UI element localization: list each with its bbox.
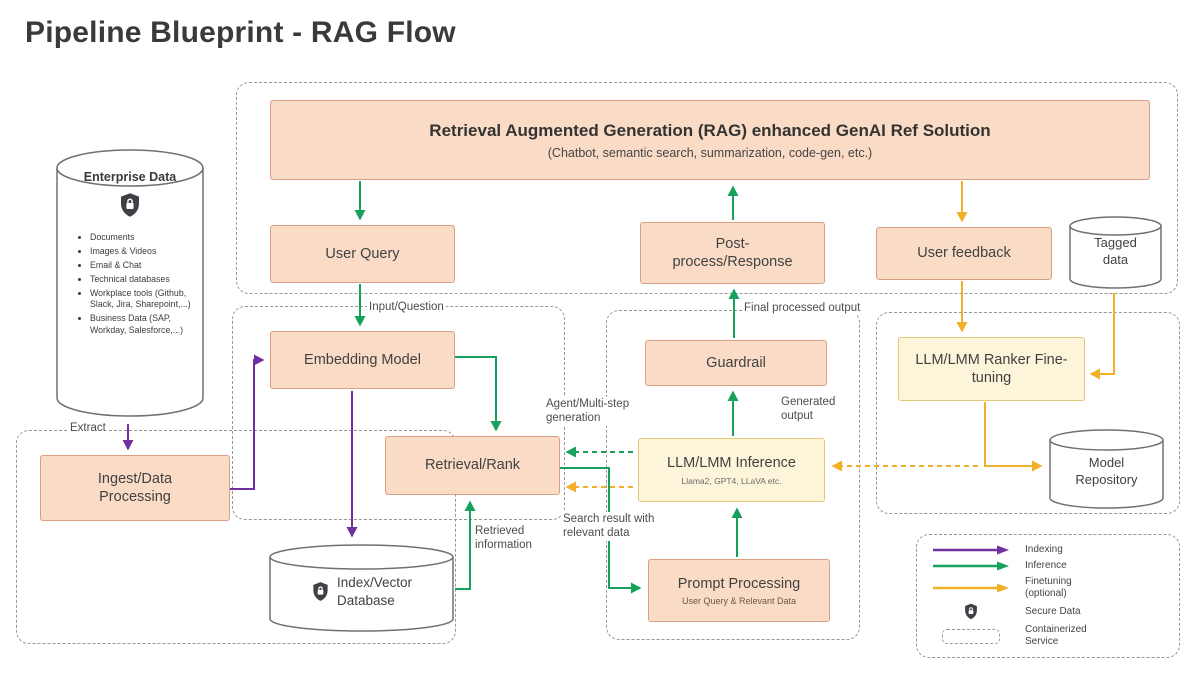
llm-inference-label: LLM/LMM Inference xyxy=(667,455,796,472)
edge-label-generated-output: Generated output xyxy=(779,395,838,424)
edge-label-search-result: Search result with relevant data xyxy=(561,512,657,541)
post-process-label: Post- process/Response xyxy=(672,235,793,270)
indexing-arrow-icon xyxy=(933,545,1009,555)
edge-label-retrieved-information: Retrieved information xyxy=(473,524,534,553)
legend-label-finetuning: Finetuning (optional) xyxy=(1025,575,1072,599)
legend-label-indexing: Indexing xyxy=(1025,544,1063,555)
ingest-processing-label: Ingest/Data Processing xyxy=(97,470,173,505)
rag-solution-title: Retrieval Augmented Generation (RAG) enh… xyxy=(429,120,991,140)
guardrail-label: Guardrail xyxy=(706,354,766,371)
secure-data-shield-icon xyxy=(311,581,330,602)
finetuning-arrow-icon xyxy=(933,583,1009,592)
post-process-node: Post- process/Response xyxy=(640,222,825,284)
prompt-processing-subtitle: User Query & Relevant Data xyxy=(681,596,797,607)
enterprise-data-item: Email & Chat xyxy=(90,260,197,272)
llm-inference-node: LLM/LMM Inference Llama2, GPT4, LLaVA et… xyxy=(638,438,825,502)
containerized-service-icon xyxy=(942,628,1000,644)
page-title: Pipeline Blueprint - RAG Flow xyxy=(25,16,456,49)
secure-data-shield-icon xyxy=(118,192,142,218)
index-vector-database: Index/Vector Database xyxy=(268,543,455,640)
enterprise-data-item: Technical databases xyxy=(90,274,197,286)
legend-row-finetuning: Finetuning (optional) xyxy=(929,576,1167,600)
enterprise-data-item: Documents xyxy=(90,232,197,244)
enterprise-data-item: Business Data (SAP, Workday, Salesforce,… xyxy=(90,313,197,337)
ingest-processing-node: Ingest/Data Processing xyxy=(40,455,230,521)
edge-label-agent-multistep: Agent/Multi-step generation xyxy=(544,397,632,426)
container-genai-solution xyxy=(236,82,1178,294)
enterprise-data-title: Enterprise Data xyxy=(83,170,177,184)
legend-label-containerized: Containerized Service xyxy=(1025,624,1087,647)
enterprise-data-list: Documents Images & Videos Email & Chat T… xyxy=(79,232,197,339)
cylinder-shape xyxy=(56,149,204,417)
tagged-data-label: Tagged data xyxy=(1094,235,1137,267)
container-finetuning xyxy=(876,312,1180,514)
legend-row-indexing: Indexing xyxy=(929,544,1167,556)
legend-label-secure-data: Secure Data xyxy=(1025,605,1081,617)
ranker-finetuning-label: LLM/LMM Ranker Fine- tuning xyxy=(915,351,1068,386)
inference-arrow-icon xyxy=(933,561,1009,571)
legend-label-inference: Inference xyxy=(1025,559,1067,571)
cylinder-shape xyxy=(1069,216,1162,289)
user-feedback-label: User feedback xyxy=(917,245,1011,262)
model-repository-store: Model Repository xyxy=(1048,428,1165,516)
prompt-processing-node: Prompt Processing User Query & Relevant … xyxy=(648,559,830,622)
rag-solution-header: Retrieval Augmented Generation (RAG) enh… xyxy=(270,100,1150,180)
edge-label-extract: Extract xyxy=(68,421,108,436)
rag-solution-subtitle: (Chatbot, semantic search, summarization… xyxy=(547,145,873,160)
tagged-data-store: Tagged data xyxy=(1068,215,1163,293)
model-repository-label: Model Repository xyxy=(1075,455,1138,487)
user-query-label: User Query xyxy=(325,245,400,262)
legend-row-secure-data: Secure Data xyxy=(929,603,1167,620)
edge-label-final-processed-output: Final processed output xyxy=(742,301,863,316)
cylinder-shape xyxy=(269,544,454,632)
cylinder-shape xyxy=(1049,429,1164,509)
user-feedback-node: User feedback xyxy=(876,227,1052,280)
embedding-model-label: Embedding Model xyxy=(304,351,421,368)
retrieval-rank-node: Retrieval/Rank xyxy=(385,436,560,495)
user-query-node: User Query xyxy=(270,225,455,283)
legend: Indexing Inference Finetuning (optional) xyxy=(916,534,1180,658)
ranker-finetuning-node: LLM/LMM Ranker Fine- tuning xyxy=(898,337,1085,401)
legend-row-inference: Inference xyxy=(929,560,1167,572)
legend-row-containerized: Containerized Service xyxy=(929,624,1167,648)
prompt-processing-label: Prompt Processing xyxy=(677,575,801,592)
retrieval-rank-label: Retrieval/Rank xyxy=(424,457,521,474)
llm-inference-models: Llama2, GPT4, LLaVA etc. xyxy=(681,475,782,486)
index-vector-db-label: Index/Vector Database xyxy=(336,575,413,608)
guardrail-node: Guardrail xyxy=(645,340,827,386)
embedding-model-node: Embedding Model xyxy=(270,331,455,389)
enterprise-data-item: Images & Videos xyxy=(90,246,197,258)
edge-label-input-question: Input/Question xyxy=(367,300,446,315)
enterprise-data-item: Workplace tools (Github, Slack, Jira, Sh… xyxy=(90,288,197,312)
secure-data-shield-icon xyxy=(963,603,979,620)
enterprise-data-store: Enterprise Data Documents Images & Video… xyxy=(55,148,205,423)
